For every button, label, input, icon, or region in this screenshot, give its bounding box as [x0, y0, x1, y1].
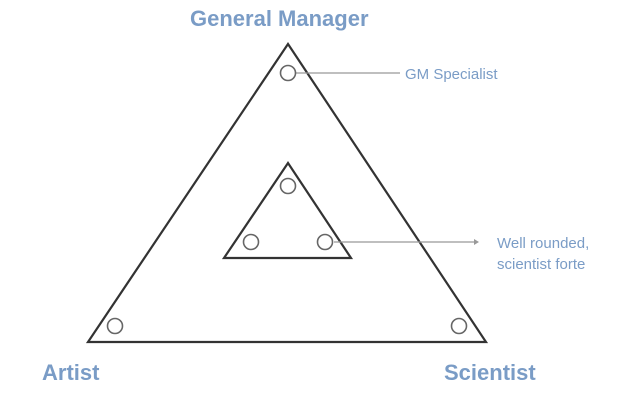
well-rounded-arrowhead: [474, 239, 479, 245]
scientist-specialist-marker: [450, 317, 468, 335]
callout-gm-specialist: GM Specialist: [405, 66, 498, 83]
inner-triangle: [221, 161, 354, 260]
artist-specialist-marker: [106, 317, 124, 335]
callout-well-rounded-line1: Well rounded,: [497, 235, 590, 252]
inner-right-marker: [316, 233, 334, 251]
vertex-label-scientist: Scientist: [444, 360, 536, 385]
inner-top-marker: [279, 177, 297, 195]
callout-well-rounded: Well rounded, scientist forte: [497, 233, 589, 275]
outer-triangle: [85, 42, 489, 344]
gm-specialist-marker: [279, 64, 297, 82]
inner-left-marker: [242, 233, 260, 251]
vertex-label-artist: Artist: [42, 360, 100, 385]
vertex-label-general-manager: General Manager: [190, 6, 369, 31]
callout-well-rounded-line2: scientist forte: [497, 256, 586, 273]
